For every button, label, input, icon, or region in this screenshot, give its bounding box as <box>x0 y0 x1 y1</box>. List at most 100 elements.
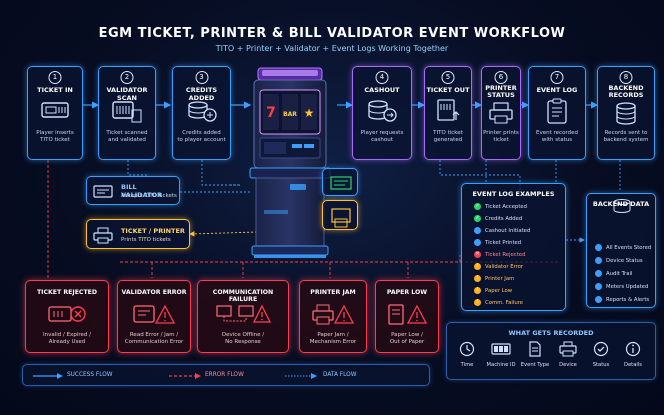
step-desc-line: Records sent to <box>604 130 648 136</box>
log-item-label: Credits Added <box>485 216 523 222</box>
log-item-label: Ticket Rejected <box>485 252 526 258</box>
error-title: PAPER LOW <box>386 289 428 296</box>
warning-icon: ! <box>474 263 481 270</box>
bullet-icon <box>595 270 602 277</box>
log-item-label: Printer Jam <box>485 276 515 282</box>
clock-icon <box>459 341 475 357</box>
bullet-icon <box>595 244 602 251</box>
log-item: ✕Ticket Rejected <box>474 251 525 261</box>
event-log-examples-title: EVENT LOG EXAMPLES <box>472 190 555 198</box>
log-item-label: Cashout Initiated <box>485 228 531 234</box>
record-item-label: Status <box>592 362 610 368</box>
device-icon <box>559 341 577 357</box>
step-number: 1 <box>48 71 62 84</box>
backend-item-label: Reports & Alerts <box>606 297 650 303</box>
log-item: Cashout Initiated <box>474 227 530 237</box>
record-item-label: Event Type <box>520 362 550 368</box>
backend-item-label: Device Status <box>606 258 643 264</box>
record-item-machine-id: Machine ID <box>483 341 519 368</box>
database-icon <box>613 199 631 213</box>
data-flow-arrow-icon <box>285 373 317 379</box>
log-item-label: Paper Low <box>485 288 513 294</box>
what-gets-recorded-title: WHAT GETS RECORDED <box>508 329 594 337</box>
log-item: !Comm. Failure <box>474 299 523 309</box>
record-item-label: Details <box>624 362 642 368</box>
backend-item-label: All Events Stored <box>606 245 652 251</box>
record-item-device: Device <box>550 341 586 368</box>
reel-bar-label: BAR <box>283 111 297 118</box>
printer-icon <box>488 101 514 129</box>
step-title-line: PRINTER <box>485 84 517 92</box>
validator-error-icon <box>132 303 176 331</box>
step-title-line: RECORDS <box>608 91 644 99</box>
svg-text:★: ★ <box>304 106 315 120</box>
step-desc-line: to player account <box>177 137 226 143</box>
bill-validator-desc: Accepts TITO tickets <box>121 193 177 199</box>
step-desc-line: Event recorded <box>536 130 578 136</box>
warning-icon: ! <box>474 287 481 294</box>
bullet-icon <box>595 283 602 290</box>
step-title-line: STATUS <box>487 91 515 99</box>
error-title: TICKET REJECTED <box>36 289 98 296</box>
record-item-status: Status <box>583 341 619 368</box>
record-item-time: Time <box>449 341 485 368</box>
error-flow-arrow-icon <box>169 373 201 379</box>
step-desc-line: Ticket scanned <box>106 130 148 136</box>
record-item-label: Time <box>460 362 474 368</box>
step-desc-line: ticket <box>493 137 509 143</box>
error-title: COMMUNICATION FAILURE <box>212 289 274 303</box>
step-desc-line: cashout <box>371 137 393 143</box>
step-desc-line: backend system <box>603 137 649 143</box>
check-circle-icon <box>593 341 609 357</box>
step-title: TICKET IN <box>37 86 73 94</box>
ticket-printer-title: TICKET / PRINTER <box>121 227 185 235</box>
error-validator-error: VALIDATOR ERROR Read Error / Jam /Commun… <box>117 280 191 353</box>
ticket-printer-box: TICKET / PRINTER Prints TITO tickets <box>86 219 190 249</box>
step-desc-line: and validated <box>108 137 146 143</box>
database-icon <box>613 101 639 131</box>
error-desc-line: Read Error / Jam / <box>129 332 179 338</box>
legend: SUCCESS FLOW ERROR FLOW DATA FLOW <box>22 364 430 386</box>
error-printer-jam: PRINTER JAM Paper Jam /Mechanism Error <box>299 280 367 353</box>
log-item: ! Paper Low <box>474 287 512 297</box>
step-number: 4 <box>375 71 389 84</box>
backend-data-panel: BACKEND DATA All Events Stored Device St… <box>586 193 656 308</box>
step-desc-line: with status <box>541 137 573 143</box>
step-number: 2 <box>120 71 134 84</box>
error-ticket-rejected: TICKET REJECTED Invalid / Expired /Alrea… <box>25 280 109 353</box>
bill-validator-icon <box>93 185 113 198</box>
check-icon: ✓ <box>474 215 481 222</box>
step-desc-line: Player inserts <box>36 130 74 136</box>
machine-id-icon <box>491 343 511 355</box>
event-log-examples-panel: EVENT LOG EXAMPLES ✓Ticket Accepted ✓Cre… <box>461 183 566 311</box>
warning-icon: ! <box>474 275 481 282</box>
cashout-icon <box>366 98 398 128</box>
step-desc-line: Credits added <box>182 130 221 136</box>
bill-validator-box: BILL VALIDATOR Accepts TITO tickets <box>86 176 180 205</box>
backend-item-label: Meters Updated <box>606 284 649 290</box>
backend-item: Meters Updated <box>595 283 648 293</box>
info-dot-icon <box>474 239 481 246</box>
error-title: VALIDATOR ERROR <box>121 289 187 296</box>
step-desc-line: generated <box>433 137 463 143</box>
scanner-icon <box>111 98 143 128</box>
error-desc-line: Mechanism Error <box>309 339 357 345</box>
ticket-rejected-icon <box>47 303 87 329</box>
step-title-line: BACKEND <box>608 84 644 92</box>
info-icon <box>625 341 641 357</box>
error-desc-line: Device Offline / <box>221 332 265 338</box>
error-desc-line: Communication Error <box>124 339 184 345</box>
backend-item-label: Audit Trail <box>606 271 633 277</box>
printer-device-tile <box>322 200 358 230</box>
backend-item: Audit Trail <box>595 270 632 280</box>
error-desc-line: No Response <box>225 339 261 345</box>
backend-item: All Events Stored <box>595 244 651 254</box>
backend-item: Reports & Alerts <box>595 296 649 306</box>
validator-device-tile <box>322 168 358 196</box>
record-item-label: Device <box>559 362 577 368</box>
legend-error-label: ERROR FLOW <box>205 372 244 378</box>
